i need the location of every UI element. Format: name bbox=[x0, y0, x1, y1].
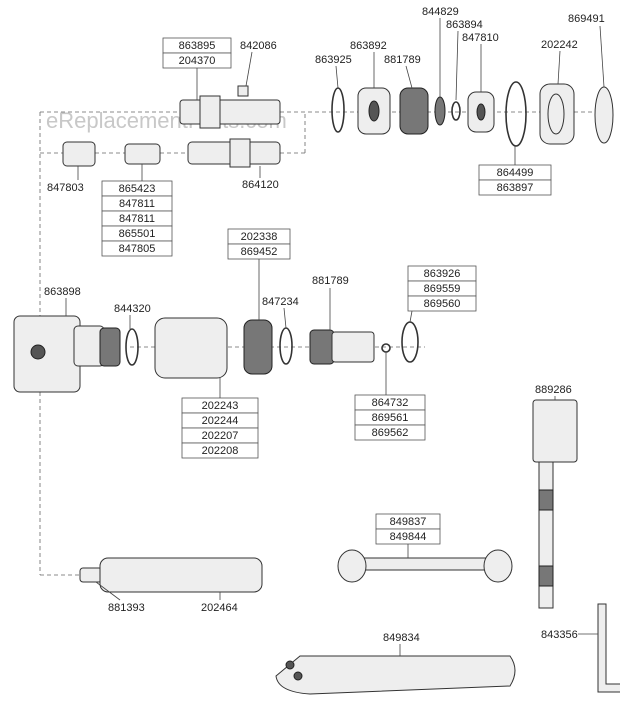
label-863894: 863894 bbox=[446, 19, 483, 31]
part-sleeve-202243[interactable] bbox=[154, 317, 228, 379]
label-202243: 202243 bbox=[202, 400, 239, 412]
part-oring-847234[interactable] bbox=[279, 327, 293, 365]
label-863892: 863892 bbox=[350, 40, 387, 52]
label-863898: 863898 bbox=[44, 286, 81, 298]
part-gear-881789-mid[interactable] bbox=[309, 329, 375, 365]
label-849844: 849844 bbox=[390, 531, 427, 543]
part-stem-842086[interactable] bbox=[179, 85, 281, 129]
label-847810: 847810 bbox=[462, 32, 499, 44]
part-gear-881789-top[interactable] bbox=[399, 87, 429, 135]
part-cap-202242[interactable] bbox=[539, 83, 575, 145]
part-ring-863894[interactable] bbox=[451, 101, 461, 121]
label-204370: 204370 bbox=[179, 55, 216, 67]
label-847811-a: 847811 bbox=[119, 198, 155, 210]
label-202242: 202242 bbox=[541, 39, 578, 51]
label-202207: 202207 bbox=[202, 430, 239, 442]
label-881789-top: 881789 bbox=[384, 54, 421, 66]
label-881789-mid: 881789 bbox=[312, 275, 349, 287]
label-865501: 865501 bbox=[119, 228, 156, 240]
part-knurl-nut-202338[interactable] bbox=[243, 319, 273, 375]
label-202338: 202338 bbox=[241, 231, 278, 243]
part-shaft-864120[interactable] bbox=[187, 138, 281, 168]
part-hex-key-843356[interactable] bbox=[597, 603, 620, 693]
part-ring-864499[interactable] bbox=[505, 81, 527, 147]
part-wrench-849837[interactable] bbox=[337, 549, 513, 583]
part-handle-202464[interactable] bbox=[79, 557, 263, 593]
part-washer-863925[interactable] bbox=[331, 87, 345, 133]
part-small-844829[interactable] bbox=[434, 96, 446, 126]
label-847811-b: 847811 bbox=[119, 213, 155, 225]
label-stack-865423 bbox=[101, 180, 173, 257]
label-864499: 864499 bbox=[497, 167, 534, 179]
part-lever-849834[interactable] bbox=[275, 655, 516, 695]
label-865423: 865423 bbox=[119, 183, 156, 195]
label-202208: 202208 bbox=[202, 445, 239, 457]
part-ring-863926[interactable] bbox=[401, 321, 419, 363]
label-889286: 889286 bbox=[535, 384, 572, 396]
part-bearing-847810[interactable] bbox=[467, 91, 495, 133]
label-844829: 844829 bbox=[422, 6, 459, 18]
label-842086: 842086 bbox=[240, 40, 277, 52]
label-849837: 849837 bbox=[390, 516, 427, 528]
label-864120: 864120 bbox=[242, 179, 279, 191]
part-tool-889286[interactable] bbox=[532, 399, 578, 609]
part-thread-863898[interactable] bbox=[99, 327, 121, 367]
label-202464: 202464 bbox=[201, 602, 238, 614]
label-869562: 869562 bbox=[372, 427, 409, 439]
part-collet-865423[interactable] bbox=[124, 143, 161, 165]
label-863897: 863897 bbox=[497, 182, 534, 194]
label-849834: 849834 bbox=[383, 632, 420, 644]
part-disc-869491[interactable] bbox=[594, 86, 614, 144]
part-oring-844320[interactable] bbox=[125, 328, 139, 366]
part-washer-864732[interactable] bbox=[381, 343, 391, 353]
label-863926: 863926 bbox=[424, 268, 461, 280]
label-869491: 869491 bbox=[568, 13, 605, 25]
label-869561: 869561 bbox=[372, 412, 409, 424]
label-869560: 869560 bbox=[424, 298, 461, 310]
part-housing-863898[interactable] bbox=[13, 315, 105, 393]
label-863925: 863925 bbox=[315, 54, 352, 66]
label-202244: 202244 bbox=[202, 415, 239, 427]
label-844320: 844320 bbox=[114, 303, 151, 315]
label-847805: 847805 bbox=[119, 243, 156, 255]
label-843356: 843356 bbox=[541, 629, 578, 641]
label-847803: 847803 bbox=[47, 182, 84, 194]
label-863895: 863895 bbox=[179, 40, 216, 52]
label-847234: 847234 bbox=[262, 296, 299, 308]
label-881393: 881393 bbox=[108, 602, 145, 614]
label-869559: 869559 bbox=[424, 283, 461, 295]
label-869452: 869452 bbox=[241, 246, 278, 258]
part-nut-847803[interactable] bbox=[62, 141, 96, 167]
label-864732: 864732 bbox=[372, 397, 409, 409]
part-bearing-863892[interactable] bbox=[357, 87, 391, 135]
